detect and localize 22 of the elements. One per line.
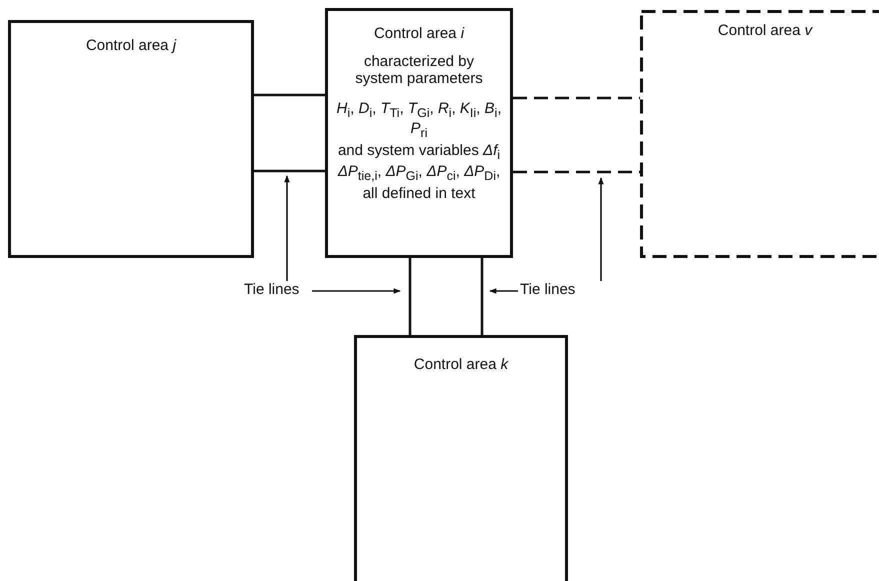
leader-arrow <box>489 288 518 294</box>
callout-label: Tie lines <box>244 281 310 301</box>
leader-arrow <box>284 175 290 281</box>
area-title: Control area k <box>412 356 510 374</box>
area-title: Control area v <box>716 22 814 40</box>
area-description: all defined in text <box>362 185 476 202</box>
tie-line <box>254 170 325 172</box>
tie-line <box>480 258 484 335</box>
tie-line <box>408 258 412 335</box>
control-area-box <box>640 10 879 258</box>
control-area-box <box>8 20 254 258</box>
area-description: characterized by system parameters <box>354 53 484 88</box>
control-area-box <box>354 335 568 581</box>
control-area-box <box>325 8 513 258</box>
tie-line <box>513 170 640 174</box>
leader-arrow <box>312 288 401 294</box>
tie-line <box>513 96 640 100</box>
callout-label: Tie lines <box>520 281 586 301</box>
area-title: Control area j <box>84 37 178 55</box>
tie-line <box>254 94 325 96</box>
area-title: Control area i <box>372 25 466 43</box>
leader-arrow <box>598 177 604 281</box>
